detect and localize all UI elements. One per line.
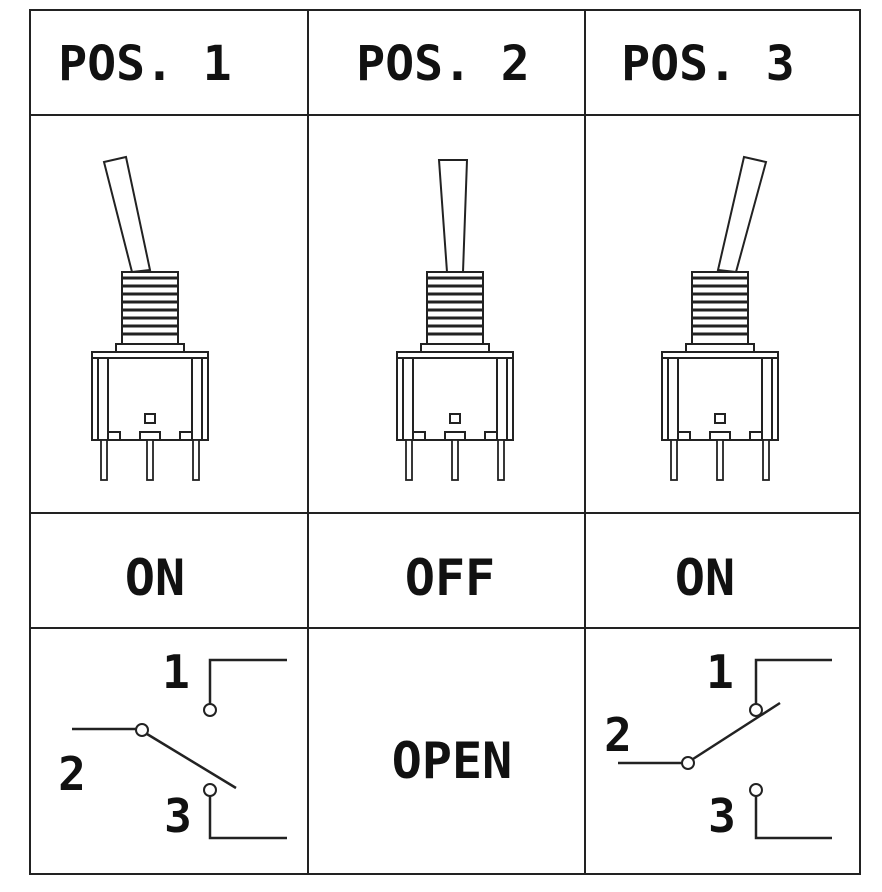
terminal-label-1: 1 [162,645,190,699]
header-pos-3: POS. 3 [621,36,794,92]
switch-blade [146,732,237,790]
common-pivot [681,756,695,770]
toggle-switch-pos-1 [90,155,210,482]
terminal-label-1: 1 [706,645,734,699]
schematic-pos-3: 1 2 3 [604,645,832,843]
toggle-lever [102,155,152,274]
header-pos-2: POS. 2 [356,36,529,92]
switch-blade [692,701,781,761]
terminal-label-2: 2 [604,708,632,762]
header-row: POS. 1 POS. 2 POS. 3 [58,36,794,92]
state-row: ON OFF ON [125,549,735,607]
schematic-pos-1: 1 2 3 [58,645,287,843]
header-pos-1: POS. 1 [58,36,231,92]
terminal-1-contact [749,703,763,717]
common-pivot [135,723,149,737]
terminal-3-lead [208,796,287,840]
terminal-1-lead [208,658,287,704]
terminal-label-3: 3 [708,789,736,843]
toggle-lever [437,159,469,273]
state-pos-2: OFF [405,549,495,607]
state-pos-3: ON [675,549,735,607]
schematic-pos-2-open: OPEN [392,732,512,790]
terminal-label-3: 3 [164,789,192,843]
state-pos-1: ON [125,549,185,607]
table-border [29,9,861,875]
terminal-1-lead [754,658,832,704]
toggle-lever [716,155,768,274]
table-grid [29,9,861,875]
terminal-label-2: 2 [58,747,86,801]
toggle-switch-pos-3 [660,155,780,482]
terminal-3-contact [749,783,763,797]
terminal-3-lead [754,796,832,840]
toggle-switch-pos-2 [395,159,515,482]
terminal-1-contact [203,703,217,717]
terminal-3-contact [203,783,217,797]
